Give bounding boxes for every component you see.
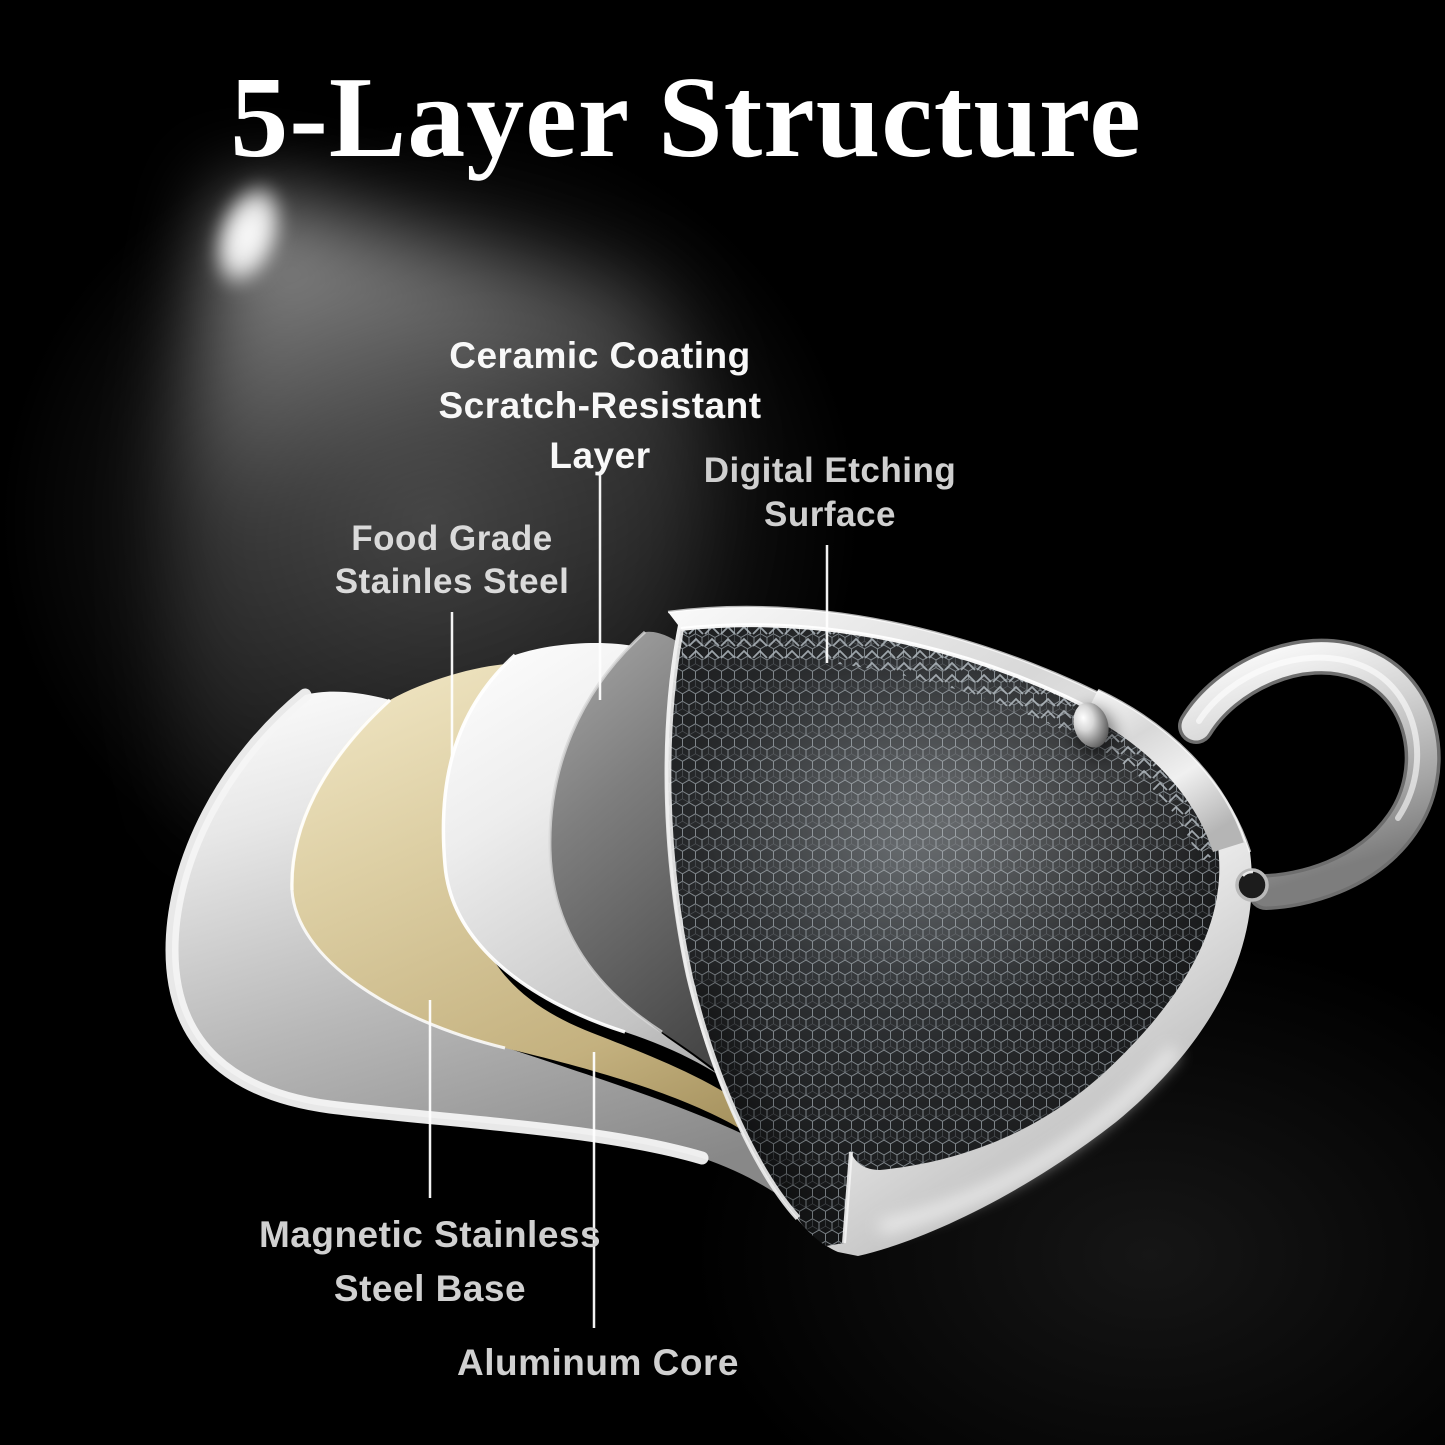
rim-patch-highlight xyxy=(1097,688,1247,843)
etched-sheen xyxy=(680,640,1220,1000)
label-ceramic-coating: Ceramic Coating Scratch-Resistant Layer xyxy=(438,335,762,476)
wall-highlight xyxy=(878,1046,1180,1234)
rivet-handle xyxy=(1235,868,1269,902)
label-magnetic-base: Magnetic Stainless Steel Base xyxy=(258,1214,602,1309)
label-aluminum-core: Aluminum Core xyxy=(457,1342,739,1383)
silver-edge-highlight xyxy=(441,653,626,1034)
rim-patch xyxy=(1086,690,1245,852)
spotlight-core xyxy=(210,179,286,291)
rivet-dome xyxy=(1073,702,1115,759)
layer-foodgrade-steel xyxy=(441,643,838,1252)
label-digital-etching: Digital Etching Surface xyxy=(703,451,957,534)
page-title: 5-Layer Structure xyxy=(230,54,1142,182)
wall-cut-face xyxy=(842,1151,853,1244)
cut-face-highlight xyxy=(665,628,801,1221)
base-rim-highlight xyxy=(165,688,709,1165)
ceramic-edge-highlight xyxy=(548,630,663,1034)
handle-highlight xyxy=(1196,654,1421,821)
pan-handle xyxy=(1178,638,1441,910)
label-food-grade-steel: Food Grade Stainles Steel xyxy=(334,519,570,601)
layer-magnetic-base xyxy=(165,688,838,1252)
leader-lines xyxy=(428,473,829,1328)
